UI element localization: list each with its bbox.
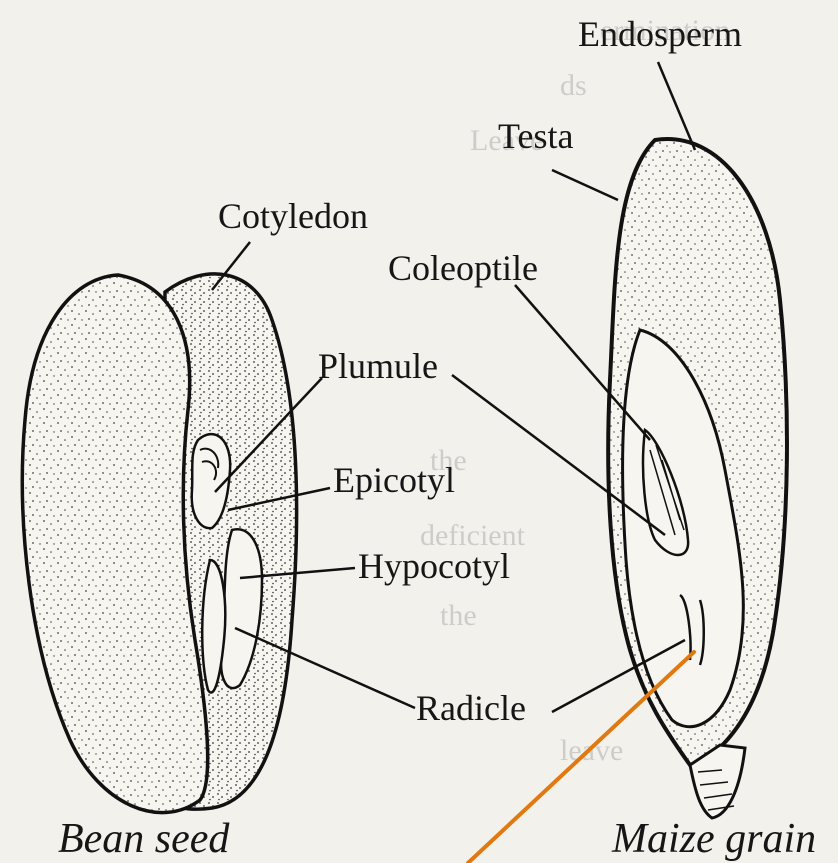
svg-text:the: the (440, 599, 477, 632)
label-hypocotyl: Hypocotyl (358, 546, 510, 586)
svg-text:leave: leave (560, 734, 623, 767)
svg-text:ds: ds (560, 69, 587, 102)
label-plumule: Plumule (318, 346, 438, 386)
label-endosperm: Endosperm (578, 14, 742, 54)
label-testa: Testa (498, 116, 573, 156)
label-cotyledon: Cotyledon (218, 196, 368, 236)
label-coleoptile: Coleoptile (388, 248, 538, 288)
caption-bean-seed: Bean seed (58, 816, 230, 862)
label-epicotyl: Epicotyl (333, 460, 455, 500)
leader-testa (552, 170, 618, 200)
bean-seed (22, 274, 296, 813)
leader-endosperm (658, 62, 695, 150)
label-radicle: Radicle (416, 688, 526, 728)
caption-maize-grain: Maize grain (611, 816, 816, 862)
maize-grain (608, 139, 787, 818)
